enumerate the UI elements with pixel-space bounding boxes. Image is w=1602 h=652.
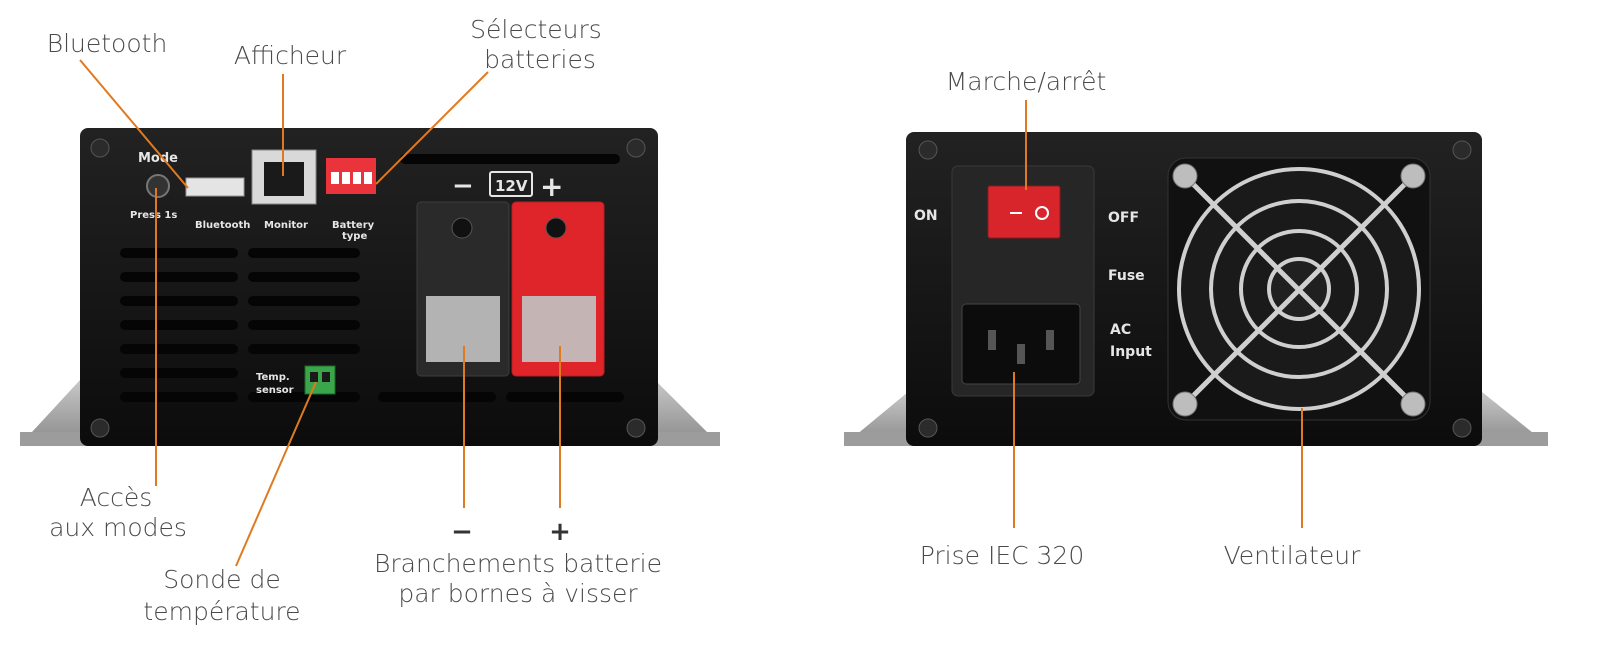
label-temp-probe-2: température bbox=[143, 597, 300, 626]
bluetooth-connector[interactable] bbox=[185, 177, 245, 197]
voltage-marking: 12V bbox=[495, 177, 528, 195]
battery-type-text-2: type bbox=[342, 231, 367, 242]
rear-right-foot bbox=[1482, 392, 1548, 445]
power-switch[interactable] bbox=[987, 185, 1061, 239]
battery-icon bbox=[489, 171, 533, 197]
plus-marking: + bbox=[540, 170, 563, 203]
label-mode-access-1: Accès bbox=[80, 483, 153, 512]
screw-icon bbox=[1452, 140, 1472, 160]
temp-text-1: Temp. bbox=[256, 372, 290, 383]
mode-button[interactable] bbox=[146, 174, 170, 198]
screw-icon bbox=[918, 140, 938, 160]
rear-left-foot bbox=[844, 392, 908, 445]
ac-text-2: Input bbox=[1110, 344, 1152, 360]
rear-leaders bbox=[1013, 100, 1303, 528]
vent-slot bbox=[400, 154, 620, 164]
front-labels: Bluetooth Afficheur Sélecteurs batteries… bbox=[47, 15, 662, 626]
front-panel: Mode Press 1s Bluetooth Monitor Battery … bbox=[20, 128, 720, 446]
temp-sensor-connector[interactable] bbox=[304, 365, 336, 395]
vent-grille bbox=[120, 248, 624, 402]
bluetooth-device-text: Bluetooth bbox=[195, 220, 250, 231]
battery-type-text-1: Battery bbox=[332, 220, 375, 231]
dip-switch-levers bbox=[331, 172, 372, 184]
press-text: Press 1s bbox=[130, 210, 177, 221]
temp-text-2: sensor bbox=[256, 385, 294, 396]
switch-off-mark bbox=[1035, 206, 1049, 220]
label-fan: Ventilateur bbox=[1224, 541, 1361, 570]
label-power-switch: Marche/arrêt bbox=[946, 67, 1107, 96]
label-terminal-minus: − bbox=[451, 517, 473, 547]
front-leaders bbox=[79, 59, 561, 567]
off-text: OFF bbox=[1108, 210, 1139, 226]
front-left-foot bbox=[20, 380, 80, 445]
screw-icon bbox=[918, 418, 938, 438]
label-terminals-1: Branchements batterie bbox=[374, 549, 662, 578]
fan bbox=[1167, 157, 1431, 421]
label-terminal-plus: + bbox=[549, 517, 571, 547]
label-bluetooth: Bluetooth bbox=[47, 29, 168, 58]
label-battery-selector-2: batteries bbox=[484, 45, 596, 74]
front-right-foot bbox=[655, 380, 720, 445]
ac-text-1: AC bbox=[1110, 322, 1131, 338]
screw-icon bbox=[90, 138, 110, 158]
mode-text: Mode bbox=[138, 151, 178, 166]
screw-icon bbox=[626, 138, 646, 158]
label-display: Afficheur bbox=[234, 41, 347, 70]
label-mode-access-2: aux modes bbox=[49, 513, 187, 542]
screw-icon bbox=[90, 418, 110, 438]
fuse-text: Fuse bbox=[1108, 268, 1145, 284]
monitor-device-text: Monitor bbox=[264, 220, 308, 231]
rear-panel: ON OFF Fuse AC Input bbox=[844, 132, 1548, 446]
label-battery-selector-1: Sélecteurs bbox=[470, 15, 602, 44]
screw-icon bbox=[626, 418, 646, 438]
positive-terminal[interactable] bbox=[511, 201, 605, 377]
on-text: ON bbox=[914, 208, 938, 224]
screw-icon bbox=[1452, 418, 1472, 438]
minus-marking: − bbox=[452, 171, 474, 201]
label-iec-socket: Prise IEC 320 bbox=[920, 541, 1085, 570]
label-terminals-2: par bornes à visser bbox=[398, 579, 638, 608]
label-temp-probe-1: Sonde de bbox=[163, 565, 280, 594]
rear-labels: Marche/arrêt Prise IEC 320 Ventilateur bbox=[920, 67, 1361, 570]
